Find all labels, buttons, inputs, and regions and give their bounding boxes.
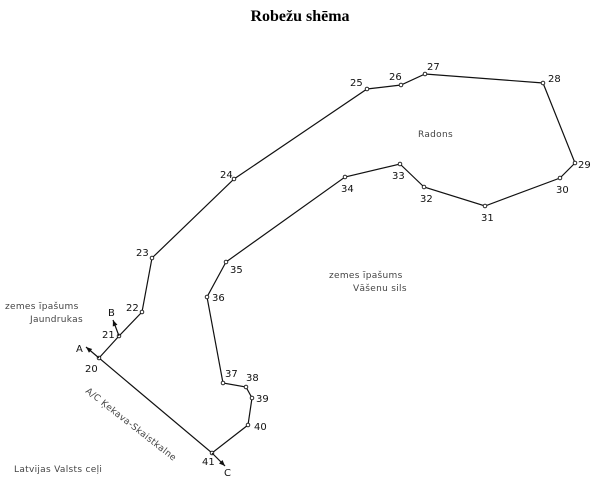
point-label-26: 26 [389, 72, 402, 83]
road-label: A/C Ķekava-Skaistkalne [83, 386, 178, 463]
arrow-label-a: A [76, 344, 83, 355]
area-label-vasenu-line1: zemes īpašums [329, 270, 403, 281]
area-label-jaundrukas-line2: Jaundrukas [29, 315, 83, 325]
point-label-37: 37 [225, 369, 238, 380]
point-label-39: 39 [256, 394, 269, 405]
boundary-point-34 [342, 174, 348, 180]
point-label-33: 33 [392, 171, 405, 182]
point-label-34: 34 [341, 184, 354, 195]
point-label-20: 20 [85, 364, 98, 375]
boundary-point-23 [149, 255, 155, 261]
diagram-title: Robežu shēma [250, 8, 350, 25]
area-label-state-roads: Latvijas Valsts ceļi [14, 465, 102, 475]
boundary-point-39 [249, 395, 255, 401]
point-label-41: 41 [202, 457, 215, 468]
arrow-b-head-icon [112, 320, 118, 327]
boundary-point-32 [421, 184, 427, 190]
boundary-point-25 [364, 86, 370, 92]
point-label-30: 30 [556, 185, 569, 196]
boundary-point-35 [223, 259, 229, 265]
point-label-25: 25 [350, 78, 363, 89]
point-label-29: 29 [578, 160, 591, 171]
point-label-24: 24 [220, 170, 233, 181]
point-label-32: 32 [420, 194, 433, 205]
boundary-point-24 [231, 176, 237, 182]
area-label-vasenu-line2: Vāšenu sils [353, 283, 407, 294]
arrow-c-head-icon [218, 459, 225, 466]
boundary-point-37 [220, 380, 226, 386]
boundary-point-29 [572, 160, 578, 166]
boundary-point-40 [245, 422, 251, 428]
point-label-21: 21 [102, 330, 115, 341]
point-label-22: 22 [126, 303, 139, 314]
boundary-line [98, 73, 576, 454]
point-label-40: 40 [254, 422, 267, 433]
arrow-label-c: C [224, 468, 231, 479]
boundary-point-33 [397, 161, 403, 167]
boundary-point-26 [398, 82, 404, 88]
area-label-radons: Radons [418, 130, 453, 140]
point-label-27: 27 [427, 62, 440, 73]
boundary-point-31 [482, 203, 488, 209]
point-label-36: 36 [212, 293, 225, 304]
arrow-label-b: B [108, 308, 115, 319]
arrow-a-head-icon [86, 347, 93, 353]
boundary-point-28 [540, 80, 546, 86]
point-label-31: 31 [481, 213, 494, 224]
point-label-38: 38 [246, 373, 259, 384]
boundary-point-27 [422, 71, 428, 77]
point-label-35: 35 [230, 265, 243, 276]
point-label-23: 23 [136, 248, 149, 259]
boundary-point-22 [139, 309, 145, 315]
boundary-point-30 [557, 175, 563, 181]
boundary-point-36 [204, 294, 210, 300]
boundary-point-38 [243, 384, 249, 390]
area-label-jaundrukas-line1: zemes īpašums [5, 301, 79, 312]
point-label-28: 28 [548, 74, 561, 85]
